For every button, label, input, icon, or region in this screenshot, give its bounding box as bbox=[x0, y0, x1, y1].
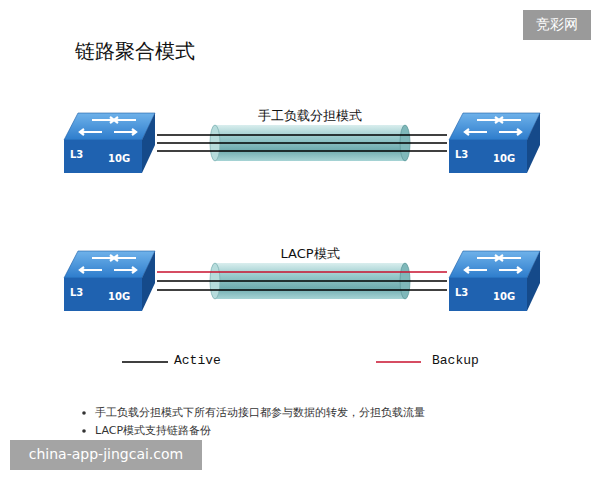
bullet-dot bbox=[82, 411, 86, 415]
link-line bbox=[157, 134, 447, 135]
switch-shape bbox=[62, 110, 157, 176]
switch-shape bbox=[447, 248, 542, 314]
l3-switch: L3 10G bbox=[447, 110, 542, 176]
l3-switch: L3 10G bbox=[447, 248, 542, 314]
link-line bbox=[157, 271, 447, 272]
speed-label: 10G bbox=[108, 292, 130, 302]
title: 链路聚合模式 bbox=[75, 38, 195, 65]
link-line bbox=[157, 142, 447, 143]
watermark: china-app-jingcai.com bbox=[29, 446, 183, 462]
legend-text: Backup bbox=[432, 353, 479, 368]
bullet-text: LACP模式支持链路备份 bbox=[95, 423, 211, 438]
layer-label: L3 bbox=[70, 150, 83, 160]
link-line bbox=[157, 280, 447, 281]
mode-label: LACP模式 bbox=[277, 245, 342, 263]
link-line bbox=[157, 150, 447, 151]
legend-text: Active bbox=[174, 353, 221, 368]
l3-switch: L3 10G bbox=[62, 248, 157, 314]
link-line bbox=[157, 289, 447, 290]
bullet-dot bbox=[82, 429, 86, 433]
speed-label: 10G bbox=[493, 154, 515, 164]
switch-shape bbox=[62, 248, 157, 314]
switch-shape bbox=[447, 110, 542, 176]
bullet-text: 手工负载分担模式下所有活动接口都参与数据的转发，分担负载流量 bbox=[95, 405, 425, 420]
layer-label: L3 bbox=[455, 288, 468, 298]
speed-label: 10G bbox=[108, 154, 130, 164]
watermark: 竞彩网 bbox=[536, 16, 578, 34]
legend-line-sample bbox=[376, 361, 421, 363]
watermark-box bbox=[10, 440, 202, 470]
layer-label: L3 bbox=[455, 150, 468, 160]
legend-line-sample bbox=[122, 361, 168, 363]
mode-label: 手工负载分担模式 bbox=[255, 107, 365, 125]
watermark-box bbox=[523, 10, 591, 40]
speed-label: 10G bbox=[493, 292, 515, 302]
l3-switch: L3 10G bbox=[62, 110, 157, 176]
layer-label: L3 bbox=[70, 288, 83, 298]
